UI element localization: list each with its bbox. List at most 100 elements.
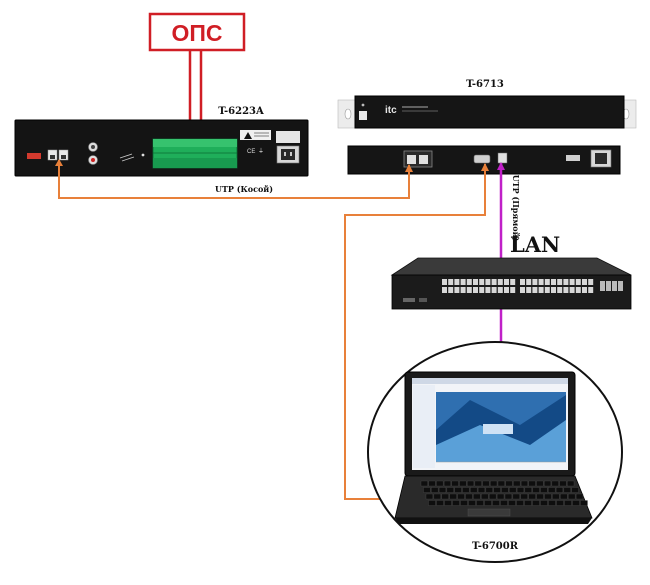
network-switch-icon (390, 257, 632, 310)
lan-label: LAN (510, 232, 560, 257)
switch-port (504, 287, 509, 293)
keyboard-key (528, 493, 536, 500)
switch-port (563, 287, 569, 293)
keyboard-key (516, 500, 524, 506)
keyboard-key (441, 493, 449, 500)
switch-port (473, 287, 478, 293)
keyboard-key (509, 487, 517, 493)
keyboard-key (505, 480, 513, 487)
keyboard-key (444, 500, 452, 506)
keyboard-key (481, 493, 489, 500)
switch-port (473, 279, 478, 285)
dip-switch (27, 153, 41, 159)
keyboard-key (476, 500, 484, 506)
keyboard-key (532, 500, 540, 506)
utp-cross-label: UTP (Косой) (215, 184, 273, 194)
keyboard-key (477, 487, 486, 493)
switch-port (479, 279, 485, 285)
keyboard-key (520, 480, 528, 487)
switch-port (538, 279, 544, 285)
ops-box: ОПС (148, 12, 246, 52)
keyboard-key (559, 480, 567, 487)
t6713-rear-panel (347, 145, 621, 175)
keyboard-key (431, 487, 439, 493)
switch-port (569, 287, 575, 293)
keyboard-key (496, 493, 505, 500)
keyboard-key (564, 500, 572, 506)
switch-port (600, 281, 605, 291)
keyboard-key (484, 500, 492, 506)
switch-port (582, 287, 587, 293)
keyboard-key (436, 480, 444, 487)
switch-port (575, 279, 581, 285)
switch-port (479, 287, 485, 293)
switch-port (491, 287, 497, 293)
switch-port (485, 279, 491, 285)
switch-port (551, 287, 556, 293)
keyboard-key (580, 500, 588, 506)
keyboard-key (485, 487, 493, 493)
keyboard-key (425, 493, 434, 500)
switch-port (526, 279, 532, 285)
keyboard-key (536, 480, 544, 487)
switch-port (588, 279, 594, 285)
keyboard-key (493, 487, 501, 493)
switch-port (485, 287, 491, 293)
switch-port (575, 287, 581, 293)
keyboard-key (532, 487, 540, 493)
keyboard-key (497, 480, 505, 487)
keyboard-key (482, 480, 490, 487)
svg-text:⏚: ⏚ (258, 148, 264, 155)
keyboard-key (563, 487, 571, 493)
keyboard-key (428, 480, 436, 487)
keyboard-key (555, 487, 564, 493)
keyboard-key (436, 500, 444, 506)
switch-port (582, 279, 587, 285)
ops-label: ОПС (171, 20, 222, 46)
keyboard-key (420, 480, 428, 487)
keyboard-key (568, 493, 576, 500)
switch-port (454, 279, 460, 285)
brand-logo: itc (385, 105, 397, 116)
keyboard-key (489, 493, 497, 500)
switch-port (448, 279, 454, 285)
power-socket-icon (276, 145, 300, 164)
keyboard-key (544, 493, 552, 500)
switch-port (544, 279, 550, 285)
keyboard-key (552, 493, 560, 500)
keyboard-key (460, 500, 468, 506)
switch-port (557, 287, 563, 293)
switch-port (532, 279, 538, 285)
keyboard-key (556, 500, 564, 506)
keyboard-key (451, 480, 459, 487)
switch-port (497, 287, 503, 293)
keyboard-key (501, 487, 509, 493)
keyboard-key (544, 480, 552, 487)
keyboard-key (516, 487, 525, 493)
keyboard-key (465, 493, 473, 500)
switch-port (551, 279, 556, 285)
svg-text:CE: CE (247, 149, 255, 155)
t6700r-label: T-6700R (472, 541, 519, 552)
keyboard-key (428, 500, 436, 506)
keyboard-key (575, 493, 584, 500)
t6713-front-panel: itc (337, 95, 637, 129)
switch-port (466, 279, 472, 285)
switch-port (454, 287, 460, 293)
switch-port (497, 279, 503, 285)
switch-port (526, 287, 532, 293)
switch-port (442, 279, 447, 285)
keyboard-key (457, 493, 465, 500)
keyboard-key (571, 487, 579, 493)
switch-port (588, 287, 594, 293)
switch-port (520, 287, 525, 293)
keyboard-key (560, 493, 568, 500)
keyboard-key (443, 480, 451, 487)
lan-cable (497, 162, 505, 350)
switch-port (442, 287, 447, 293)
keyboard-key (492, 500, 500, 506)
laptop-icon (394, 371, 593, 524)
keyboard-key (473, 493, 481, 500)
keyboard-key (572, 500, 580, 506)
